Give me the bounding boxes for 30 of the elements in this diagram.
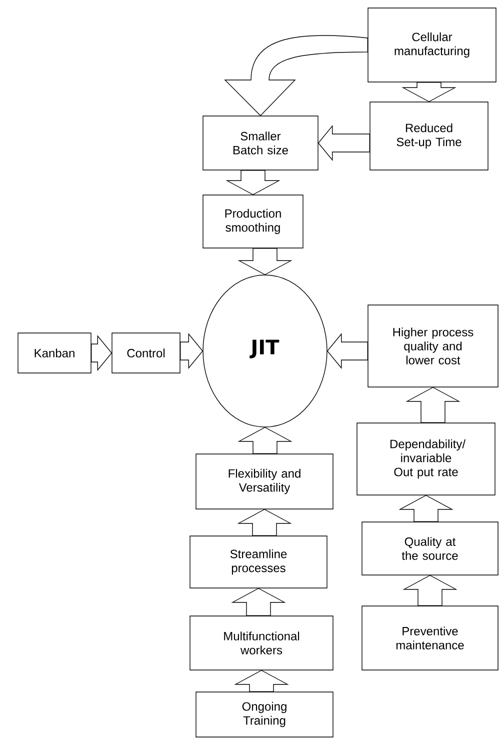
process-box: Ongoing Training <box>196 692 334 738</box>
process-box: Dependability/ invariable Out put rate <box>356 422 496 496</box>
process-box: Higher process quality and lower cost <box>368 304 498 388</box>
process-box: Control <box>112 332 180 374</box>
process-box: Flexibility and Versatility <box>196 454 334 510</box>
block-arrow <box>326 333 368 369</box>
block-arrow <box>402 82 456 102</box>
block-arrow <box>234 670 289 692</box>
block-arrow <box>238 248 292 276</box>
block-arrow <box>318 125 370 161</box>
block-arrow <box>402 574 458 606</box>
process-box: Smaller Batch size <box>202 116 318 170</box>
process-box: Production smoothing <box>202 194 304 248</box>
block-arrow <box>398 494 454 522</box>
process-box: Reduced Set-up Time <box>370 102 488 170</box>
process-box: Kanban <box>18 332 92 374</box>
block-arrow <box>237 508 292 536</box>
ellipse-node: JIT <box>202 274 328 428</box>
process-box: Multifunctional workers <box>190 616 334 670</box>
block-arrow <box>180 333 204 369</box>
block-arrow <box>238 426 292 454</box>
process-box: Quality at the source <box>362 522 498 576</box>
block-arrow <box>231 588 286 616</box>
block-arrow <box>91 335 112 371</box>
block-arrow <box>226 170 280 196</box>
process-box: Preventive maintenance <box>362 606 498 670</box>
process-box: Streamline processes <box>190 536 328 588</box>
block-arrow <box>406 386 460 423</box>
process-box: Cellular manufacturing <box>368 8 496 82</box>
block-arrow <box>224 35 368 116</box>
